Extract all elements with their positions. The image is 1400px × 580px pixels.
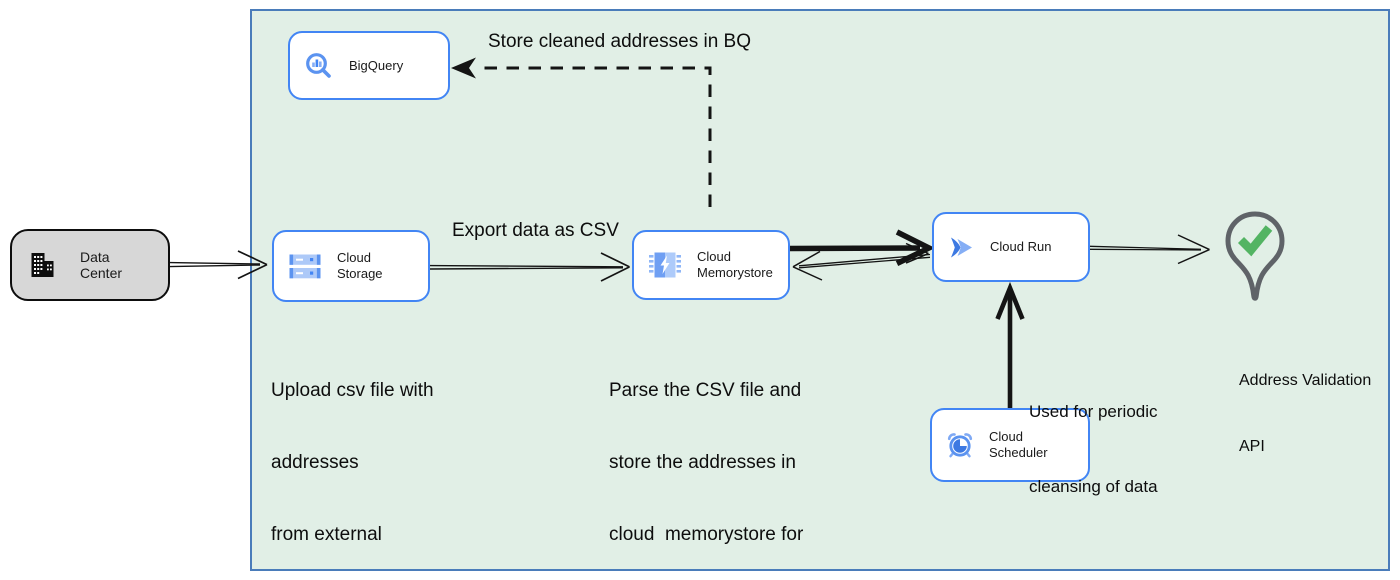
building-icon <box>28 250 58 280</box>
node-cloud-scheduler: Cloud Scheduler <box>930 408 1090 482</box>
node-label: Data Center <box>80 249 123 281</box>
arrow-datacenter-to-storage <box>169 250 268 280</box>
cloud-run-icon <box>948 236 975 259</box>
node-label: Cloud Run <box>990 239 1052 254</box>
node-label: BigQuery <box>349 57 404 73</box>
gcp-boundary-box <box>250 9 1390 571</box>
memorystore-chip-icon <box>648 250 682 280</box>
arrow-memorystore-to-bigquery <box>451 57 712 207</box>
address-validation-api-label: Address Validation API <box>1239 372 1372 455</box>
arrow-scheduler-to-run <box>995 281 1025 408</box>
node-cloud-run: Cloud Run <box>932 212 1090 282</box>
node-cloud-storage: Cloud Storage <box>272 230 430 302</box>
annotation-store-bq: Store cleaned addresses in BQ <box>488 31 751 52</box>
cloud-scheduler-clock-icon <box>946 431 974 459</box>
annotation-parse-note: Parse the CSV file and store the address… <box>609 380 804 545</box>
node-label: Cloud Storage <box>337 250 383 281</box>
annotation-upload-note: Upload csv file with addresses from exte… <box>271 380 434 545</box>
cloud-storage-icon <box>288 253 322 280</box>
node-bigquery: BigQuery <box>288 31 450 100</box>
node-data-center: Data Center <box>10 229 170 301</box>
arrow-storage-to-memorystore <box>429 252 630 282</box>
node-label: Cloud Scheduler <box>989 429 1048 460</box>
annotation-periodic-note: Used for periodic cleansing of data <box>1029 402 1158 496</box>
annotation-export-csv: Export data as CSV <box>452 220 619 241</box>
bigquery-magnifier-icon <box>304 51 334 81</box>
arrow-run-to-pin <box>1089 234 1210 265</box>
arrow-memorystore-to-run <box>789 229 936 266</box>
arrow-run-to-memorystore <box>792 242 931 281</box>
map-pin-check-icon <box>1225 211 1285 301</box>
